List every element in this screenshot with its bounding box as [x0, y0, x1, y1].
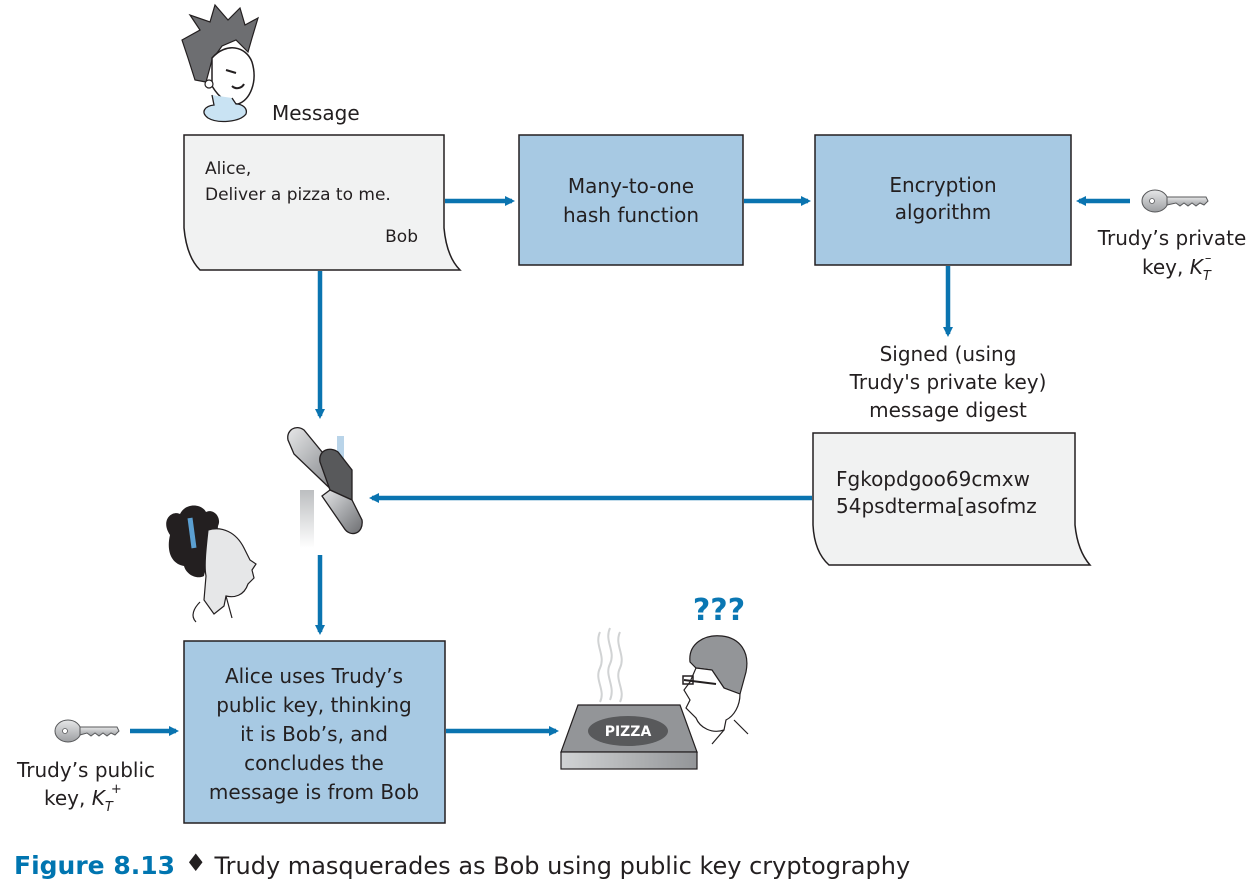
message-line-1: Alice,	[205, 159, 251, 179]
message-signature: Bob	[385, 227, 418, 247]
alice-box-line-5: message is from Bob	[209, 780, 419, 804]
signed-digest-label-line-1: Signed (using	[880, 342, 1017, 366]
caption-text: Trudy masquerades as Bob using public ke…	[214, 852, 911, 880]
bob-reaction-text: ???	[693, 593, 745, 628]
public-key-icon	[54, 719, 120, 743]
bob-person-icon	[682, 635, 749, 745]
private-key-icon	[1141, 189, 1209, 213]
pizza-label: PIZZA	[605, 724, 652, 740]
public-key-symbol: K	[92, 786, 107, 810]
public-key-prefix: key,	[44, 786, 92, 810]
encryption-box-line-2: algorithm	[895, 200, 992, 224]
signed-digest-label-line-3: message digest	[869, 398, 1027, 422]
alice-box-line-1: Alice uses Trudy’s	[225, 664, 403, 688]
private-key-superscript: –	[1205, 251, 1212, 266]
alice-box-line-2: public key, thinking	[216, 693, 412, 717]
digest-line-1: Fgkopdgoo69cmxw	[836, 467, 1030, 491]
signed-digest-document: Fgkopdgoo69cmxw 54psdterma[asofmz	[812, 432, 1092, 566]
encryption-box-line-1: Encryption	[889, 173, 996, 197]
trudy-person-icon	[181, 3, 259, 123]
hash-box-line-2: hash function	[563, 203, 699, 227]
mailbox-icon	[287, 426, 363, 548]
message-label: Message	[272, 101, 360, 125]
caption-separator: ♦	[185, 849, 207, 877]
alice-box-line-3: it is Bob’s, and	[240, 722, 388, 746]
steam-icon	[597, 627, 623, 703]
public-key-label-line-1: Trudy’s public	[16, 758, 155, 782]
private-key-symbol: K	[1190, 255, 1205, 279]
hash-function-box: Many-to-one hash function	[518, 134, 744, 266]
flow-arrows	[130, 196, 1130, 736]
message-line-2: Deliver a pizza to me.	[205, 185, 391, 205]
private-key-subscript: T	[1203, 269, 1212, 284]
public-key-subscript: T	[105, 800, 114, 815]
figure-caption: Figure 8.13 ♦Trudy masquerades as Bob usi…	[14, 849, 910, 880]
alice-box-line-4: concludes the	[244, 751, 384, 775]
public-key-label-line-2: key, KT +	[44, 782, 122, 815]
alice-person-icon	[166, 505, 257, 623]
message-document: Alice, Deliver a pizza to me. Bob	[183, 134, 462, 271]
private-key-label-line-1: Trudy’s private	[1097, 226, 1247, 250]
encryption-algorithm-box: Encryption algorithm	[814, 134, 1072, 266]
alice-verification-box: Alice uses Trudy’s public key, thinking …	[183, 640, 446, 824]
public-key-superscript: +	[111, 782, 122, 797]
pizza-box-icon: PIZZA	[560, 704, 698, 770]
digest-line-2: 54psdterma[asofmz	[836, 494, 1037, 518]
figure-number: Figure 8.13	[14, 851, 175, 880]
private-key-label-line-2: key, KT –	[1142, 251, 1212, 284]
hash-box-line-1: Many-to-one	[568, 174, 694, 198]
signed-digest-label-line-2: Trudy's private key)	[849, 370, 1047, 394]
private-key-prefix: key,	[1142, 255, 1190, 279]
